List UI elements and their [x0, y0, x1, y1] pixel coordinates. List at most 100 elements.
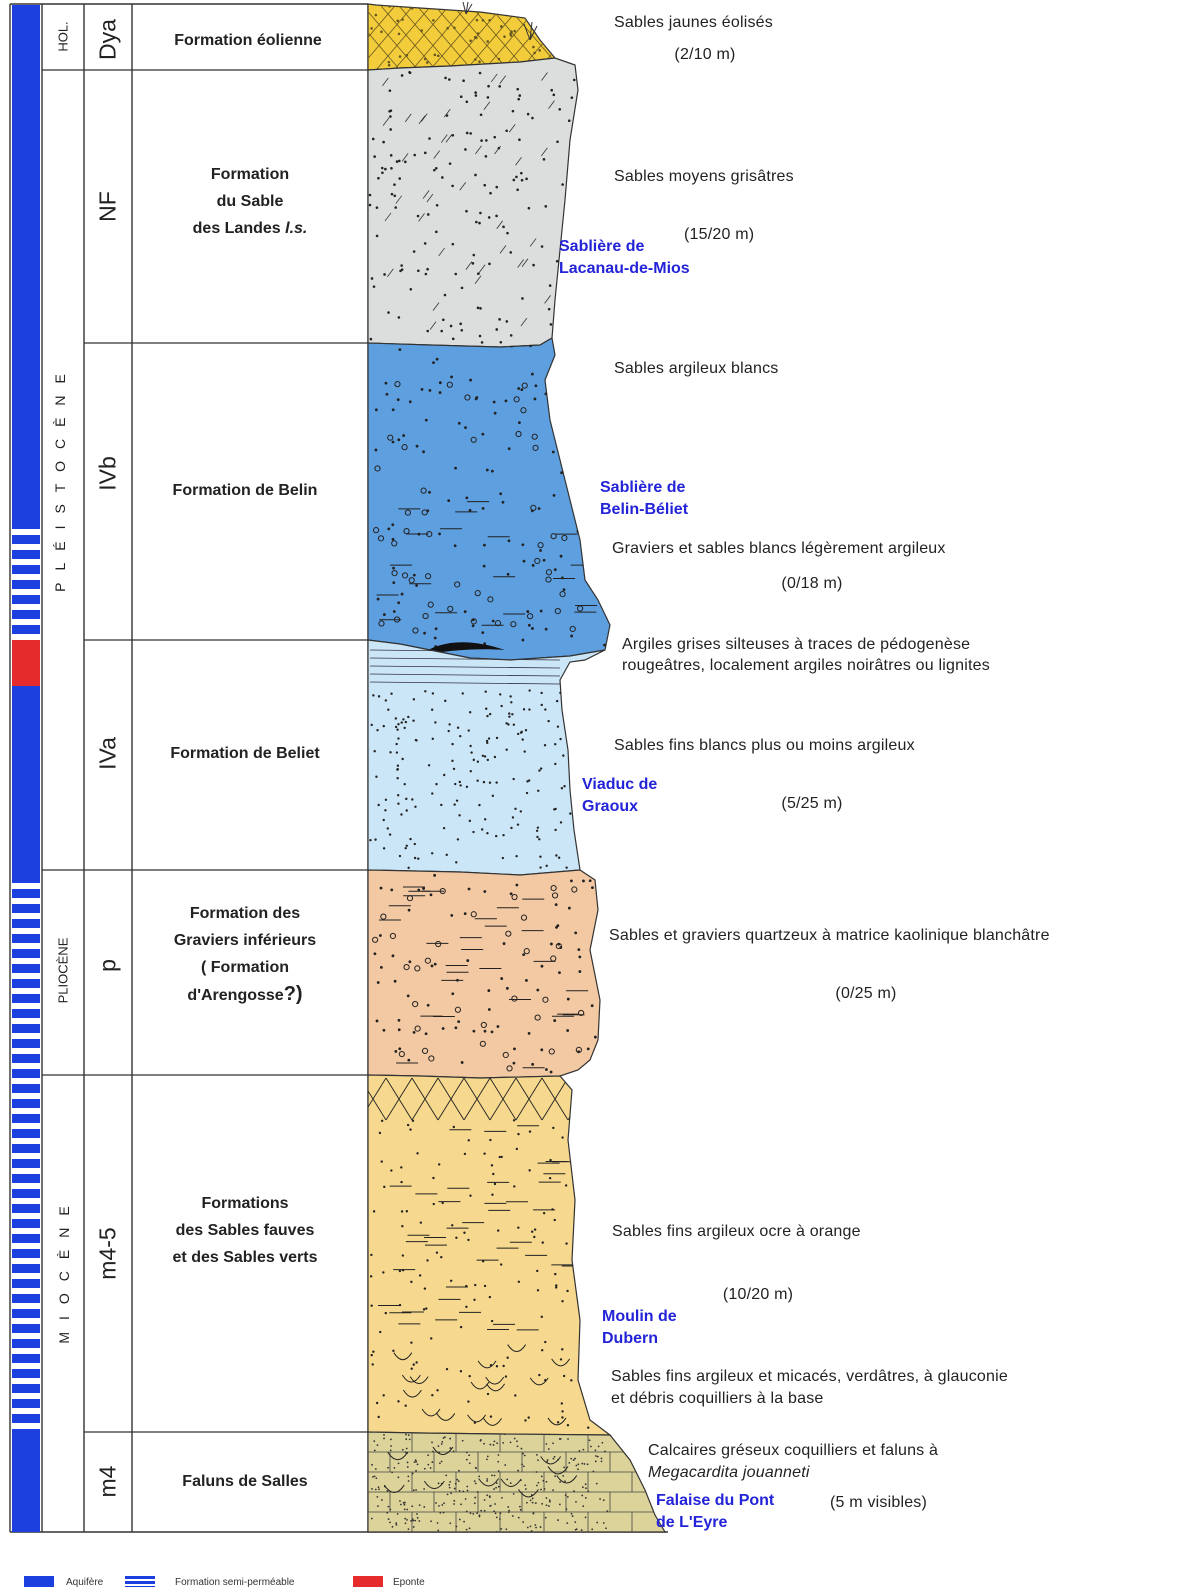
- sand-dot: [401, 1254, 405, 1257]
- sand-dot: [531, 372, 534, 376]
- sand-dot: [570, 1457, 573, 1460]
- sand-dot: [601, 1441, 604, 1444]
- gravel-circle: [559, 591, 566, 598]
- desc-m45-1: Sables fins argileux ocre à orange: [612, 1223, 861, 1240]
- sand-dot: [423, 1287, 427, 1290]
- sand-dot: [443, 293, 447, 297]
- sand-dot: [601, 368, 605, 372]
- sand-dot: [398, 1047, 402, 1051]
- sand-dot: [559, 1481, 562, 1483]
- sand-dot: [577, 1463, 580, 1466]
- sand-dot: [412, 573, 416, 577]
- gravel-circle: [421, 509, 428, 516]
- semi-permeable-stripe: [12, 1069, 40, 1078]
- sand-dot: [513, 29, 517, 33]
- sand-dot: [386, 1511, 389, 1514]
- sand-dot: [397, 316, 401, 319]
- sand-dot: [567, 119, 571, 122]
- sand-dot: [506, 572, 510, 576]
- semi-permeable-stripe: [12, 1084, 40, 1093]
- sand-dot: [517, 97, 521, 101]
- semi-permeable-stripe: [12, 874, 40, 883]
- gravel-circle: [424, 573, 432, 580]
- grain-tick: [499, 75, 507, 84]
- sand-dot: [374, 408, 378, 412]
- sand-dot: [510, 826, 513, 830]
- sand-dot: [412, 719, 415, 722]
- semi-permeable-stripe: [12, 1024, 40, 1033]
- sand-dot: [587, 1062, 591, 1066]
- sand-dot: [592, 826, 596, 829]
- sand-dot: [405, 53, 409, 57]
- gravel-circle: [551, 892, 559, 899]
- legend-eponte-swatch: [353, 1576, 383, 1587]
- semi-permeable-stripe: [12, 934, 40, 943]
- sand-dot: [469, 1194, 472, 1197]
- sand-dot: [380, 166, 384, 170]
- sand-dot: [483, 1499, 486, 1501]
- sand-dot: [454, 1026, 458, 1030]
- sand-dot: [521, 738, 524, 741]
- sand-dot: [465, 496, 469, 500]
- sand-dot: [415, 1361, 418, 1364]
- aquifer-segment: [12, 1434, 40, 1532]
- sand-dot: [599, 309, 602, 312]
- grain-tick: [432, 302, 440, 311]
- sand-dot: [436, 1522, 439, 1524]
- sand-dot: [597, 1445, 600, 1448]
- semi-permeable-stripe: [12, 625, 40, 634]
- sand-dot: [483, 1284, 487, 1288]
- sand-dot: [524, 729, 528, 732]
- aquifer-segment: [12, 5, 40, 520]
- grain-tick: [494, 145, 501, 155]
- sand-dot: [415, 444, 419, 448]
- gravel-circle: [422, 612, 429, 620]
- sand-dot: [595, 1313, 599, 1317]
- semi-permeable-stripe: [12, 1264, 40, 1273]
- sand-dot: [590, 466, 594, 470]
- sand-dot: [389, 1508, 392, 1511]
- sand-dot: [395, 1522, 398, 1525]
- sand-dot: [584, 1516, 587, 1519]
- sand-dot: [410, 1367, 413, 1370]
- sand-dot: [582, 1448, 585, 1451]
- sand-dot: [491, 1474, 493, 1477]
- semi-permeable-stripe: [12, 1039, 40, 1048]
- period-pliocene: PLIOCÈNE: [55, 937, 71, 1004]
- sand-dot: [533, 1235, 536, 1239]
- sand-dot: [495, 1516, 498, 1519]
- sand-dot: [409, 288, 413, 291]
- sand-dot: [513, 1437, 516, 1440]
- sand-dot: [394, 206, 398, 209]
- sand-dot: [558, 108, 562, 111]
- sand-dot: [457, 1020, 461, 1024]
- desc-nf-2: (15/20 m): [684, 226, 755, 243]
- sand-dot: [493, 1182, 497, 1186]
- sand-dot: [474, 91, 477, 94]
- sand-dot: [390, 888, 394, 892]
- sand-dot: [406, 1466, 409, 1468]
- layer-name-nf-text: Formation du Sable des Landes: [192, 166, 290, 237]
- sand-dot: [396, 19, 400, 23]
- sand-dot: [467, 887, 471, 891]
- sand-dot: [557, 320, 561, 324]
- sand-dot: [585, 99, 588, 102]
- sand-dot: [393, 979, 397, 983]
- grain-tick: [478, 264, 486, 273]
- sand-dot: [368, 193, 372, 197]
- sand-dot: [441, 1440, 444, 1443]
- sand-dot: [431, 1450, 434, 1453]
- semi-permeable-stripe: [12, 1339, 40, 1348]
- sand-dot: [588, 450, 592, 454]
- sand-dot: [541, 1502, 544, 1505]
- sand-dot: [525, 177, 528, 181]
- sand-dot: [566, 364, 570, 368]
- sand-dot: [481, 754, 485, 757]
- sand-dot: [430, 708, 434, 711]
- sand-dot: [575, 1500, 577, 1503]
- sand-dot: [442, 1511, 445, 1514]
- semi-permeable-stripe: [12, 1354, 40, 1363]
- grain-tick: [438, 247, 446, 257]
- gravel-circle: [584, 380, 591, 388]
- grain-tick: [401, 153, 409, 162]
